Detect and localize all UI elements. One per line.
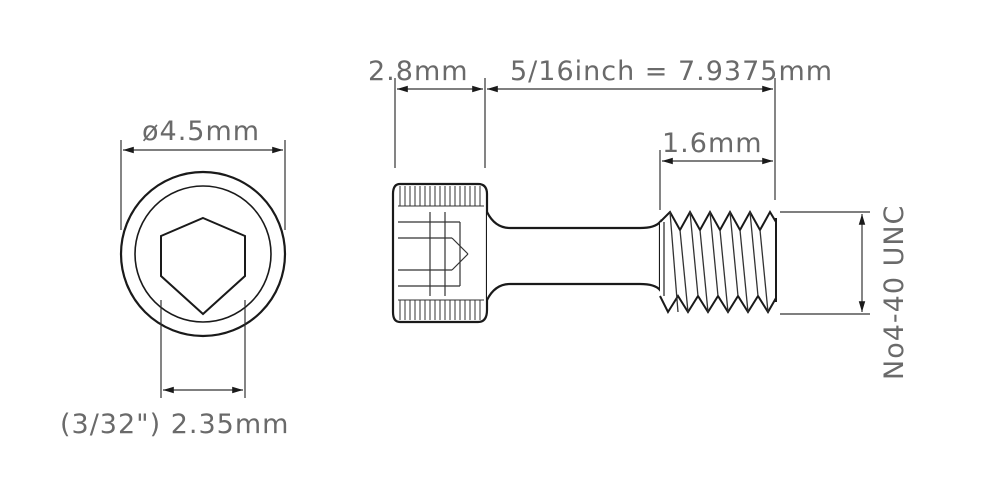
head-diameter-label: ø4.5mm bbox=[142, 116, 260, 147]
thread-length-label: 1.6mm bbox=[662, 128, 763, 159]
thread-spec-label: No4-40 UNC bbox=[879, 205, 910, 380]
hex-size-label: (3/32") 2.35mm bbox=[60, 409, 289, 440]
head-outer-circle bbox=[119, 170, 287, 338]
screw-head bbox=[391, 182, 489, 324]
end-view: ø4.5mm (3/32") 2.35mm bbox=[60, 116, 289, 440]
head-inner-circle bbox=[134, 185, 272, 323]
head-height-label: 2.8mm bbox=[368, 56, 469, 87]
hex-socket bbox=[160, 216, 246, 316]
socket-hidden-lines bbox=[398, 212, 469, 296]
screw-shank bbox=[486, 211, 662, 301]
thread-lines bbox=[663, 211, 769, 313]
side-view: 2.8mm 5/16inch = 7.9375mm 1.6mm No4-40 U… bbox=[368, 56, 910, 380]
shoulder-length-label: 5/16inch = 7.9375mm bbox=[510, 56, 833, 87]
knurling bbox=[398, 186, 484, 320]
